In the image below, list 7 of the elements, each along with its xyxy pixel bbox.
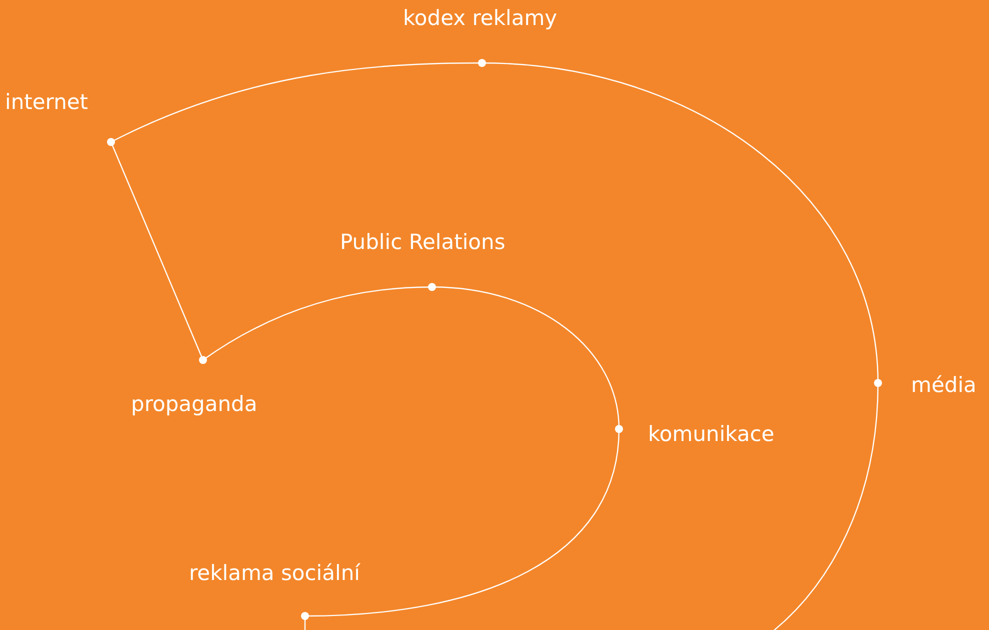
point-label: internet bbox=[5, 90, 88, 114]
point-label: Public Relations bbox=[340, 230, 506, 254]
point-label: komunikace bbox=[648, 422, 774, 446]
point-label: kodex reklamy bbox=[403, 6, 558, 30]
point-label: média bbox=[911, 373, 976, 397]
point-label: reklama sociální bbox=[189, 561, 360, 585]
point-label: propaganda bbox=[131, 392, 258, 416]
